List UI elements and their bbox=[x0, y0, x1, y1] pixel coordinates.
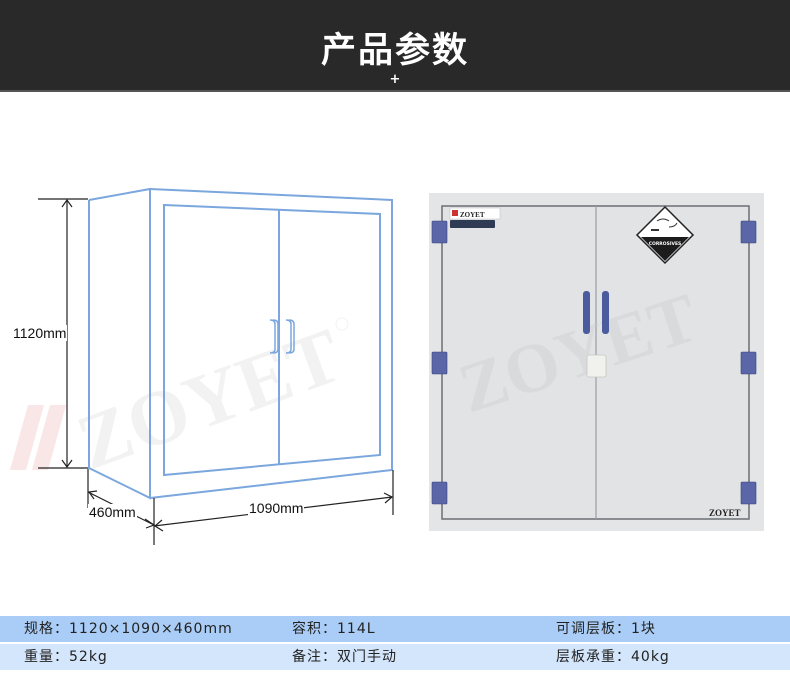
spec-value: 双门手动 bbox=[337, 649, 397, 665]
page-title: 产品参数 bbox=[320, 31, 469, 71]
right-door-handle-icon bbox=[602, 291, 609, 334]
cabinet-outline-svg: ZOYET bbox=[10, 187, 394, 545]
door-handle-icon bbox=[269, 319, 295, 354]
spec-shelf-load: 层板承重：40kg bbox=[556, 644, 670, 670]
spec-value: 114L bbox=[337, 621, 376, 637]
spec-label: 可调层板： bbox=[556, 621, 631, 637]
height-dimension-label: 1120mm bbox=[12, 325, 68, 341]
spec-label: 备注： bbox=[292, 649, 337, 665]
cabinet-dimension-drawing: ZOYET bbox=[0, 90, 420, 560]
spec-row: 规格：1120×1090×460mm 容积：114L 可调层板：1块 bbox=[0, 616, 790, 642]
spec-weight: 重量：52kg bbox=[24, 644, 108, 670]
svg-text:ZOYET: ZOYET bbox=[66, 311, 352, 486]
latch-icon bbox=[586, 354, 607, 378]
left-door-handle-icon bbox=[583, 291, 590, 334]
spec-value: 52kg bbox=[69, 649, 108, 665]
left-hinges-icon bbox=[431, 220, 448, 505]
brand-plate-icon: ZOYET bbox=[449, 207, 501, 228]
spec-label: 层板承重： bbox=[556, 649, 631, 665]
spec-volume: 容积：114L bbox=[292, 616, 376, 642]
right-hinges-icon bbox=[740, 220, 757, 505]
spec-label: 容积： bbox=[292, 621, 337, 637]
depth-dimension-label: 460mm bbox=[88, 504, 137, 520]
spec-shelves: 可调层板：1块 bbox=[556, 616, 656, 642]
spec-value: 40kg bbox=[631, 649, 670, 665]
corrosive-hazard-icon: CORROSIVES bbox=[635, 205, 695, 265]
spec-value: 1块 bbox=[631, 621, 656, 637]
spec-table: 规格：1120×1090×460mm 容积：114L 可调层板：1块 重量：52… bbox=[0, 616, 790, 670]
header-banner: 产品参数 + bbox=[0, 0, 790, 92]
spec-size: 规格：1120×1090×460mm bbox=[24, 616, 233, 642]
spec-label: 重量： bbox=[24, 649, 69, 665]
cabinet-photo-svg: ZOYET ZOYET CORROSIVES bbox=[429, 193, 764, 531]
width-dimension-label: 1090mm bbox=[248, 500, 305, 516]
bottom-brand-icon: ZOYET bbox=[709, 508, 741, 518]
svg-text:CORROSIVES: CORROSIVES bbox=[649, 241, 682, 247]
cabinet-product-photo: ZOYET ZOYET CORROSIVES bbox=[429, 193, 764, 531]
spec-row: 重量：52kg 备注：双门手动 层板承重：40kg bbox=[0, 644, 790, 670]
spec-label: 规格： bbox=[24, 621, 69, 637]
plus-icon: + bbox=[389, 72, 401, 87]
spec-remark: 备注：双门手动 bbox=[292, 644, 397, 670]
svg-text:ZOYET: ZOYET bbox=[460, 211, 485, 219]
spec-value: 1120×1090×460mm bbox=[69, 621, 233, 637]
